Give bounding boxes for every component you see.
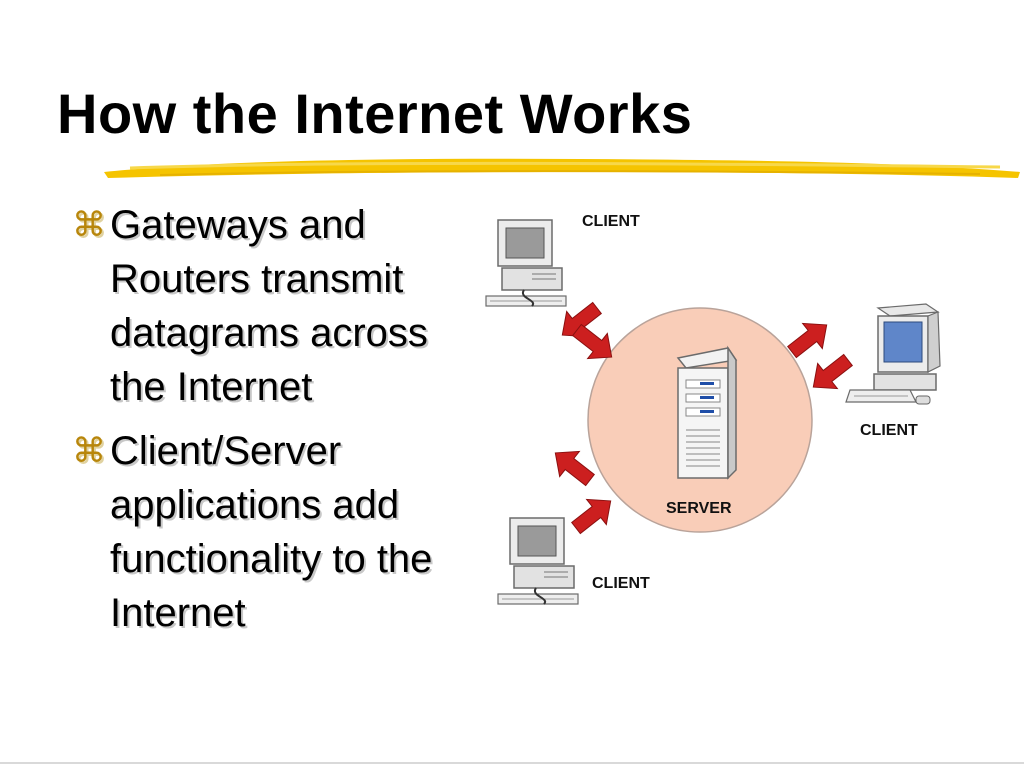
client-label: CLIENT	[592, 575, 650, 592]
computer-icon	[497, 517, 579, 605]
client-label: CLIENT	[860, 422, 918, 439]
computer-icon	[845, 303, 941, 405]
server-label: SERVER	[666, 500, 732, 517]
server-tower-icon	[676, 345, 738, 480]
client-label: CLIENT	[582, 213, 640, 230]
bullet-item: ⌘ Client/Server applications add functio…	[72, 424, 452, 640]
bullet-text: Gateways and Routers transmit datagrams …	[110, 203, 428, 409]
bullet-text: Client/Server applications add functiona…	[110, 429, 433, 635]
footer-divider	[0, 762, 1024, 764]
title-underline-swoosh	[104, 158, 1020, 178]
computer-icon	[485, 219, 567, 307]
bullet-item: ⌘ Gateways and Routers transmit datagram…	[72, 198, 452, 414]
command-bullet-icon: ⌘	[72, 206, 106, 244]
arrow-up-right-icon	[565, 487, 622, 542]
client-server-diagram: SERVER CLIENT CLIENT CLIENT	[485, 213, 941, 605]
command-bullet-icon: ⌘	[72, 432, 106, 470]
page-title: How the Internet Works	[57, 82, 693, 145]
bullet-list: ⌘ Gateways and Routers transmit datagram…	[72, 198, 452, 650]
